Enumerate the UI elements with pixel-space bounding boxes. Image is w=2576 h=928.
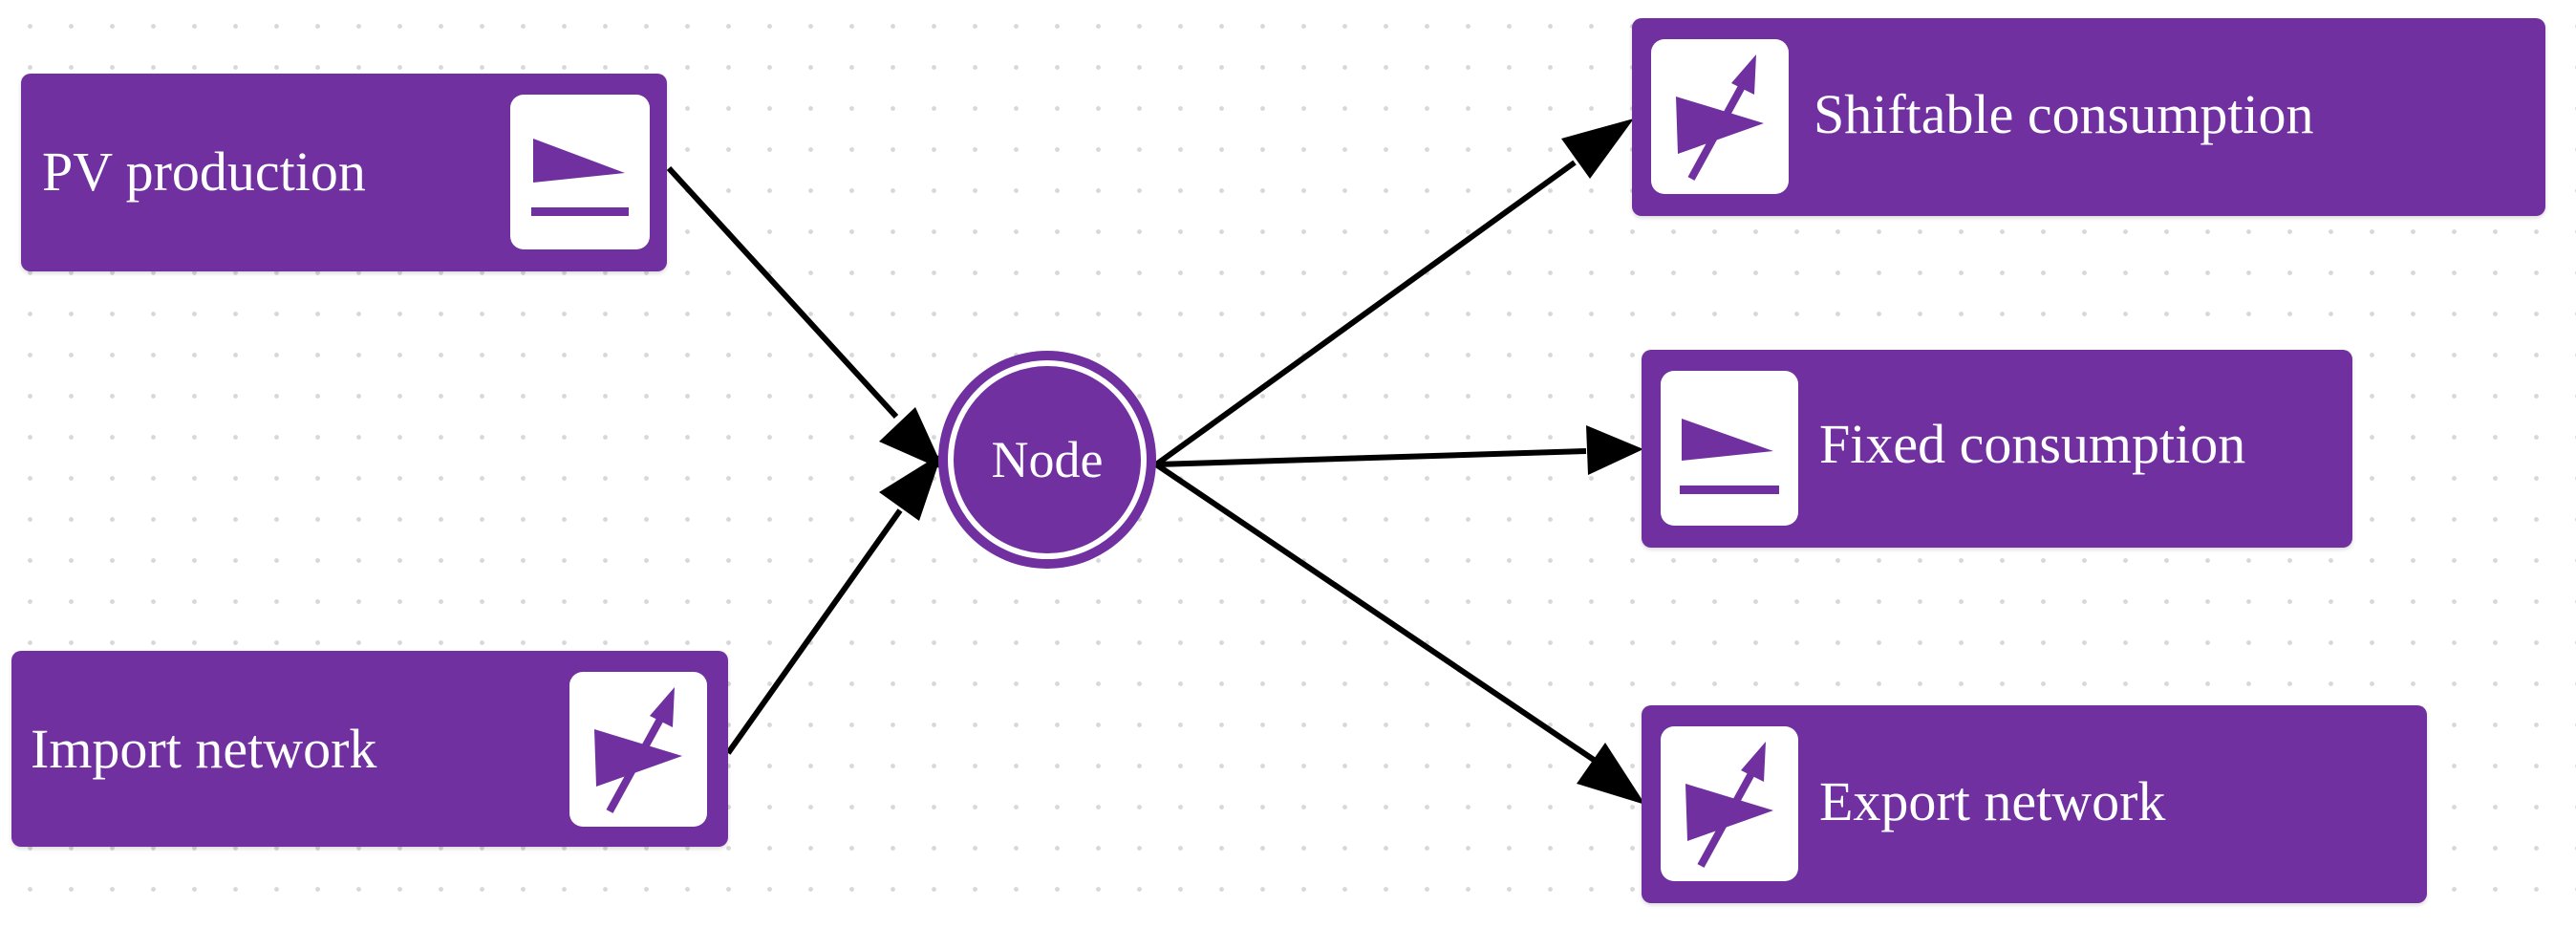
controllable-flow-icon xyxy=(1661,726,1798,881)
block-fixed-consumption[interactable]: Fixed consumption xyxy=(1642,350,2352,548)
node-circle[interactable]: Node xyxy=(938,351,1156,569)
block-label: Fixed consumption xyxy=(1819,413,2246,475)
block-label: Shiftable consumption xyxy=(1814,83,2314,145)
block-pv-production[interactable]: PV production xyxy=(21,74,667,271)
edge-node-to-export xyxy=(1154,462,1596,763)
node-ring xyxy=(948,360,1147,559)
edge-node-to-shiftable-arrowhead xyxy=(1561,119,1634,179)
edge-node-to-shiftable xyxy=(1154,160,1577,467)
block-label: Import network xyxy=(31,718,377,780)
edge-pv-to-node-arrowhead xyxy=(879,407,944,470)
edge-node-to-fixed-arrowhead xyxy=(1586,425,1643,475)
block-label: Export network xyxy=(1819,770,2166,832)
block-import-network[interactable]: Import network xyxy=(11,651,728,847)
edge-import-to-node-arrowhead xyxy=(879,453,942,521)
edge-pv-to-node xyxy=(666,165,899,420)
fixed-flow-icon xyxy=(1661,371,1798,526)
edge-import-to-node xyxy=(725,508,903,755)
block-label: PV production xyxy=(42,140,366,203)
fixed-flow-icon xyxy=(510,95,650,249)
edge-node-to-fixed xyxy=(1155,448,1587,467)
controllable-flow-icon xyxy=(569,672,707,827)
controllable-flow-icon xyxy=(1651,39,1789,194)
node-label: Node xyxy=(991,431,1104,488)
edge-node-to-export-arrowhead xyxy=(1577,743,1645,805)
block-export-network[interactable]: Export network xyxy=(1642,705,2427,903)
block-shiftable-consumption[interactable]: Shiftable consumption xyxy=(1632,18,2545,216)
